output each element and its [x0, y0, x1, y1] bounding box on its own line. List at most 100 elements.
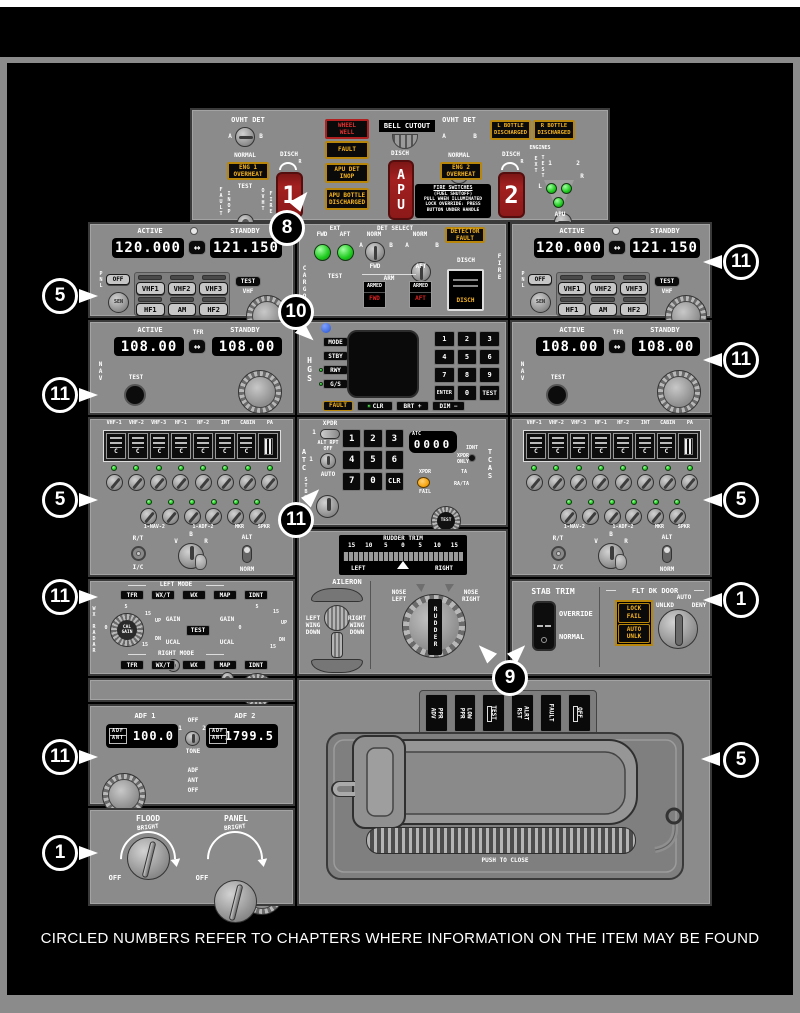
- volume-knob-vhf1[interactable]: [105, 473, 123, 491]
- mic-button-int[interactable]: C: [214, 433, 235, 459]
- vhf2-button[interactable]: VHF2: [589, 282, 617, 295]
- aileron-trim-cylinder[interactable]: [331, 632, 343, 658]
- cargo-disch-switch[interactable]: DISCH: [447, 269, 484, 311]
- printer-off-button[interactable]: OFF: [568, 694, 592, 732]
- atc-key-7[interactable]: 7: [342, 471, 362, 491]
- right-mode-idnt-button[interactable]: IDNT: [244, 660, 268, 670]
- volume-knob-mkr[interactable]: [647, 507, 665, 525]
- hgs-rwy-button[interactable]: RWY: [323, 365, 348, 375]
- left-mode-tfr-button[interactable]: TFR: [120, 590, 144, 600]
- filter-selector-knob[interactable]: [178, 543, 207, 570]
- mic-button-hf1[interactable]: C: [591, 433, 611, 459]
- sensitivity-knob[interactable]: SEN: [108, 292, 129, 313]
- hgs-key-2[interactable]: 2: [456, 331, 478, 347]
- frequency-transfer-button[interactable]: ↔: [188, 240, 206, 255]
- mic-button-vhf2[interactable]: C: [547, 433, 568, 459]
- volume-knob-pa[interactable]: [681, 473, 699, 491]
- hgs-dim-button[interactable]: DIM −: [432, 401, 465, 411]
- atc-key-0[interactable]: 0: [363, 471, 383, 491]
- volume-knob-hf1[interactable]: [172, 473, 190, 491]
- volume-knob-nav1[interactable]: [560, 507, 578, 525]
- printer-alert-reset-button[interactable]: ALRT RST: [511, 694, 534, 732]
- pnl-off-button[interactable]: OFF: [528, 274, 552, 285]
- hgs-brt-button[interactable]: BRT +: [396, 401, 429, 411]
- hgs-gs-button[interactable]: G/S: [323, 379, 348, 389]
- volume-knob-int[interactable]: [216, 473, 234, 491]
- volume-knob-adf1[interactable]: [603, 507, 621, 525]
- flood-lights-knob[interactable]: [127, 837, 170, 880]
- alt-norm-switch[interactable]: [242, 545, 252, 563]
- printer-test-button[interactable]: TEST: [482, 694, 506, 732]
- mic-button-cabin[interactable]: C: [236, 433, 257, 459]
- volume-knob-nav2[interactable]: [582, 507, 599, 525]
- mic-button-pa[interactable]: [258, 433, 278, 459]
- volume-knob-vhf2[interactable]: [127, 473, 145, 491]
- volume-knob-spkr[interactable]: [668, 507, 686, 525]
- apu-fire-handle[interactable]: APU: [388, 160, 414, 220]
- armed-fwd-button[interactable]: ARMED FWD: [363, 281, 386, 308]
- xpdr-select-switch[interactable]: [320, 429, 340, 439]
- frequency-transfer-button[interactable]: ↔: [608, 339, 626, 354]
- nav-tuning-knob[interactable]: [238, 370, 282, 414]
- volume-knob-vhf1[interactable]: [525, 473, 543, 491]
- atc-key-2[interactable]: 2: [363, 429, 383, 449]
- mic-button-pa[interactable]: [678, 433, 698, 459]
- atc-mode-selector[interactable]: [316, 495, 339, 518]
- stab-trim-switch[interactable]: [532, 601, 556, 651]
- adf-select-switch[interactable]: [185, 731, 200, 746]
- mic-button-vhf1[interactable]: C: [526, 433, 546, 459]
- mic-button-vhf3[interactable]: C: [569, 433, 590, 459]
- frequency-transfer-button[interactable]: ↔: [608, 240, 626, 255]
- left-mode-wxt-button[interactable]: WX/T: [151, 590, 175, 600]
- left-gain-knob[interactable]: CAL GAIN: [110, 613, 144, 647]
- volume-knob-hf2[interactable]: [614, 473, 632, 491]
- rudder-trim-knob[interactable]: RUDDER: [402, 594, 466, 658]
- hgs-key-3[interactable]: 3: [479, 331, 500, 347]
- volume-knob-vhf3[interactable]: [570, 473, 588, 491]
- vhf1-button[interactable]: VHF1: [558, 282, 586, 295]
- hgs-key-9[interactable]: 9: [479, 367, 500, 383]
- mic-button-hf2[interactable]: C: [613, 433, 633, 459]
- hgs-key-0[interactable]: 0: [456, 385, 478, 401]
- rt-ic-switch[interactable]: [551, 546, 566, 561]
- mic-button-hf2[interactable]: C: [193, 433, 213, 459]
- test-button[interactable]: TEST: [235, 276, 261, 287]
- nav-test-button[interactable]: [124, 384, 146, 406]
- mic-button-vhf2[interactable]: C: [127, 433, 148, 459]
- hgs-key-6[interactable]: 6: [479, 349, 500, 365]
- volume-knob-cabin[interactable]: [239, 473, 257, 491]
- volume-knob-adf2[interactable]: [205, 507, 223, 525]
- vhf2-button[interactable]: VHF2: [167, 282, 197, 295]
- atc-key-4[interactable]: 4: [342, 450, 362, 470]
- hgs-key-4[interactable]: 4: [434, 349, 455, 365]
- left-mode-wx-button[interactable]: WX: [182, 590, 206, 600]
- volume-knob-adf1[interactable]: [183, 507, 201, 525]
- right-mode-wx-button[interactable]: WX: [182, 660, 206, 670]
- aileron-trim-wheel-top[interactable]: [311, 588, 363, 602]
- frequency-transfer-button[interactable]: ↔: [188, 339, 206, 354]
- am-button[interactable]: AM: [167, 303, 197, 316]
- hf2-button[interactable]: HF2: [620, 303, 648, 316]
- alt-rpt-selector[interactable]: [320, 453, 336, 469]
- hf1-button[interactable]: HF1: [558, 303, 586, 316]
- hf1-button[interactable]: HF1: [136, 303, 165, 316]
- aileron-trim-wheel-bottom[interactable]: [311, 659, 363, 673]
- pnl-off-button[interactable]: OFF: [106, 274, 130, 285]
- volume-knob-nav2[interactable]: [162, 507, 179, 525]
- atc-key-6[interactable]: 6: [384, 450, 404, 470]
- left-mode-map-button[interactable]: MAP: [213, 590, 237, 600]
- mic-button-cabin[interactable]: C: [656, 433, 677, 459]
- mic-button-vhf1[interactable]: C: [106, 433, 126, 459]
- right-mode-wxt-button[interactable]: WX/T: [151, 660, 175, 670]
- flt-dk-door-selector[interactable]: [658, 609, 698, 649]
- hgs-key-8[interactable]: 8: [456, 367, 478, 383]
- vhf1-button[interactable]: VHF1: [136, 282, 165, 295]
- filter-selector-knob[interactable]: [598, 543, 627, 570]
- volume-knob-cabin[interactable]: [659, 473, 677, 491]
- hf2-button[interactable]: HF2: [199, 303, 229, 316]
- atc-key-1[interactable]: 1: [342, 429, 362, 449]
- hgs-key-5[interactable]: 5: [456, 349, 478, 365]
- mic-button-int[interactable]: C: [634, 433, 655, 459]
- aileron-trim-knob[interactable]: [324, 605, 350, 631]
- volume-knob-vhf2[interactable]: [547, 473, 565, 491]
